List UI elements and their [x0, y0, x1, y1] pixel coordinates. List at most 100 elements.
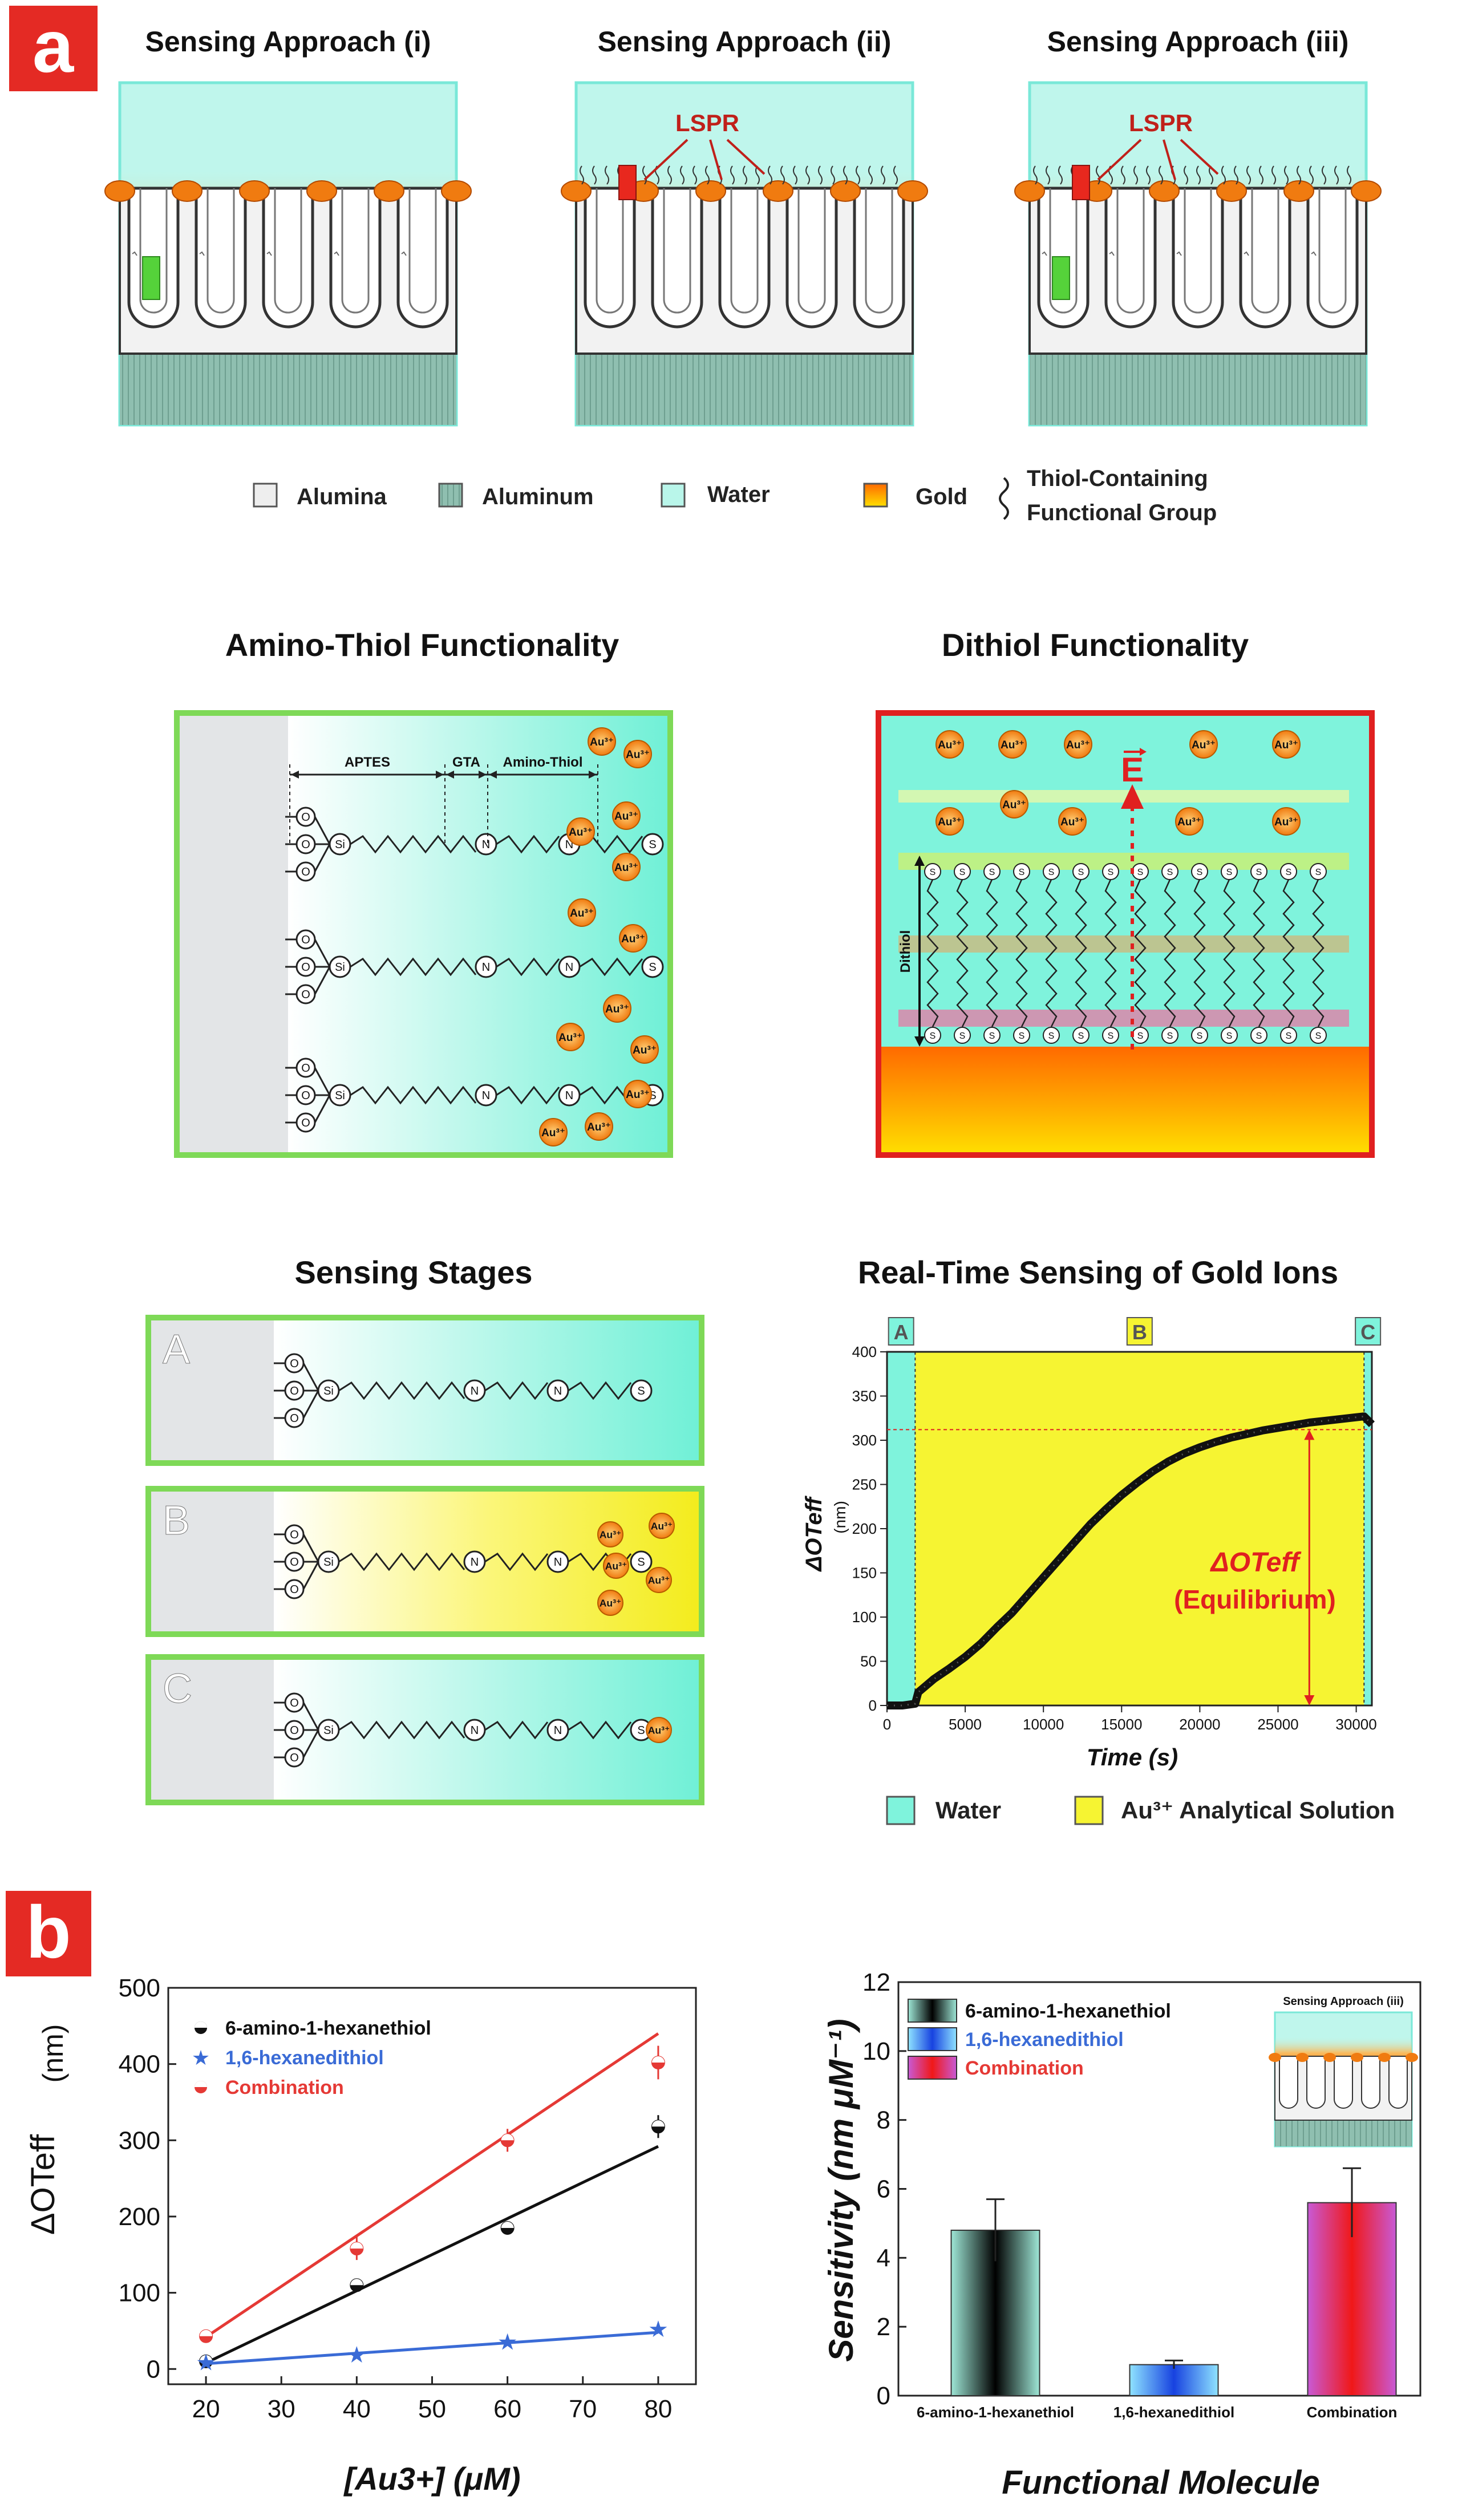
y-axis-unit: (nm) [831, 1501, 849, 1534]
oxygen-symbol: O [301, 1062, 310, 1075]
sulfur-symbol: S [649, 961, 656, 974]
legend-label: 1,6-hexanedithiol [225, 2047, 384, 2069]
x-axis-label: Functional Molecule [1002, 2464, 1320, 2501]
nitrogen-symbol: N [471, 1385, 479, 1397]
sulfur-atom [641, 955, 664, 978]
dimension-label: GTA [452, 755, 480, 770]
stage-tag-a: A [888, 1317, 914, 1346]
data-point: ★ [648, 2317, 669, 2342]
svg-text:Thiol-Containing: Thiol-Containing [1027, 466, 1208, 491]
approach-title: Sensing Approach (i) [145, 26, 431, 58]
oxygen-symbol: O [301, 1117, 310, 1129]
y-axis-label: ΔOTeff [801, 1496, 827, 1573]
category-label: Combination [1307, 2404, 1398, 2421]
x-tick-label: 70 [569, 2395, 597, 2423]
svg-text:Au³⁺ Analytical Solution: Au³⁺ Analytical Solution [1121, 1797, 1395, 1824]
lspr-label: LSPR [675, 110, 739, 136]
svg-text:Water: Water [707, 482, 770, 507]
gold-ion: Au³⁺ [630, 1035, 659, 1064]
legend-au-swatch [1074, 1796, 1104, 1825]
ion-symbol: Au³⁺ [1192, 739, 1216, 751]
legend-swatch [908, 1999, 957, 2023]
nanopore [262, 187, 314, 329]
oxygen-symbol: O [290, 1358, 299, 1370]
legend-label: 1,6-hexanedithiol [965, 2029, 1124, 2051]
sulfur-symbol: S [1286, 1031, 1292, 1041]
sulfur-symbol: S [1078, 868, 1084, 877]
gold-ion: Au³⁺ [623, 740, 652, 768]
gold-cap [695, 180, 726, 202]
ion-symbol: Au³⁺ [633, 1044, 657, 1056]
nitrogen-symbol: N [554, 1385, 562, 1397]
svg-text:b: b [26, 1890, 71, 1974]
sulfur-symbol: S [1108, 1031, 1114, 1041]
ion-symbol: Au³⁺ [626, 1089, 650, 1101]
sensing-stages-title: Sensing Stages [294, 1254, 532, 1290]
gold-ion: Au³⁺ [612, 853, 641, 881]
oxygen-symbol: O [301, 838, 310, 851]
gold-ion: Au³⁺ [623, 1080, 652, 1108]
svg-text:a: a [33, 5, 75, 88]
nanopore [1239, 187, 1291, 329]
svg-text:E: E [1121, 751, 1144, 789]
silicon-symbol: Si [323, 1556, 334, 1569]
oxygen-symbol: O [290, 1724, 299, 1737]
gold-ion: Au³⁺ [566, 817, 595, 846]
equilibrium-annotation-sub: (Equilibrium) [1174, 1585, 1336, 1614]
ion-symbol: Au³⁺ [614, 862, 638, 874]
stage-c-region [1364, 1352, 1372, 1705]
sulfur-symbol: S [1019, 868, 1025, 877]
ion-symbol: Au³⁺ [590, 736, 614, 748]
y-tick-label: 10 [862, 2037, 890, 2065]
interferometry-probe [1052, 256, 1070, 300]
x-tick-label: 80 [644, 2395, 672, 2423]
sulfur-symbol: S [1019, 1031, 1025, 1041]
stage-b-region [915, 1352, 1364, 1705]
approach-iii-inset: Sensing Approach (iii) [1269, 1995, 1418, 2148]
oxygen-symbol: O [301, 961, 310, 974]
legend-label: Combination [965, 2057, 1084, 2079]
x-tick-label: 60 [493, 2395, 521, 2423]
x-tick-label: 30 [268, 2395, 295, 2423]
ion-symbol: Au³⁺ [648, 1575, 670, 1586]
sulfur-symbol: S [1167, 868, 1173, 877]
x-tick-label: 0 [883, 1716, 891, 1733]
gold-cap [1351, 180, 1382, 202]
fit-line [205, 2145, 659, 2364]
y-tick-label: 350 [852, 1388, 877, 1405]
y-tick-label: 0 [869, 1697, 877, 1714]
dithiol-chain: SS [1161, 863, 1178, 1044]
series-2: ★★★★★1,6-hexanedithiol [192, 2046, 669, 2376]
dimension-label: APTES [345, 755, 390, 770]
gold-cap [172, 180, 202, 202]
sulfur-symbol: S [649, 838, 656, 851]
y-tick-label: 200 [119, 2203, 160, 2231]
stage-letter: C [163, 1666, 192, 1712]
thiol-chain-icon [999, 477, 1009, 520]
sulfur-symbol: S [1108, 868, 1114, 877]
gold-ion: Au³⁺ [1272, 807, 1301, 836]
oxygen-symbol: O [290, 1385, 299, 1397]
svg-text:Functional Group: Functional Group [1027, 500, 1217, 525]
sulfur-symbol: S [930, 1031, 936, 1041]
data-point: ★ [497, 2329, 518, 2355]
oxygen-symbol: O [290, 1697, 299, 1709]
x-tick-label: 20 [192, 2395, 220, 2423]
sensing-approaches-row: Sensing Approach (i)Sensing Approach (ii… [104, 26, 1382, 427]
gold-ion: Au³⁺ [588, 727, 616, 756]
gold-ion: Au³⁺ [998, 730, 1027, 759]
ion-symbol: Au³⁺ [569, 827, 593, 838]
sulfur-symbol: S [1226, 1031, 1233, 1041]
gold-ion: Au³⁺ [603, 994, 631, 1023]
gold-ion: Au³⁺ [568, 898, 596, 927]
sulfur-symbol: S [1315, 868, 1322, 877]
ion-symbol: Au³⁺ [651, 1521, 673, 1532]
ion-symbol: Au³⁺ [600, 1598, 622, 1609]
gold-film [878, 1047, 1372, 1155]
dithiol-chain: SS [1310, 863, 1327, 1044]
legend-gold: Gold [863, 483, 967, 509]
nanopore [329, 187, 382, 329]
oxygen-symbol: O [290, 1556, 299, 1569]
